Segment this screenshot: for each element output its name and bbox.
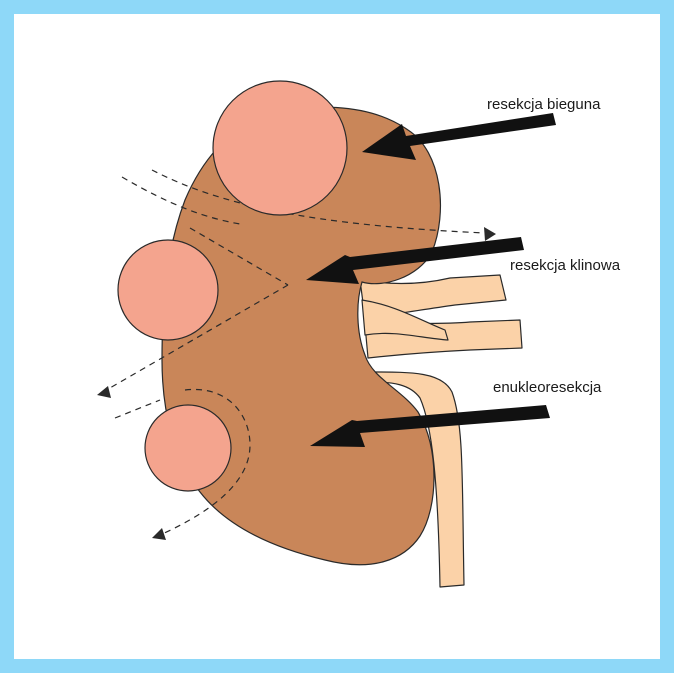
pole-cut-arrowhead <box>484 227 496 241</box>
wedge-cut-arrowhead <box>97 386 111 398</box>
enucleation-cut-arrowhead <box>152 528 166 540</box>
tumor-upper-pole <box>213 81 347 215</box>
tumor-mid <box>118 240 218 340</box>
label-pole-resection: resekcja bieguna <box>487 97 600 112</box>
wedge-cut-outer <box>115 400 160 418</box>
tumor-lower <box>145 405 231 491</box>
label-wedge-resection: resekcja klinowa <box>510 258 620 273</box>
label-enucleoresection: enukleoresekcja <box>493 380 601 395</box>
